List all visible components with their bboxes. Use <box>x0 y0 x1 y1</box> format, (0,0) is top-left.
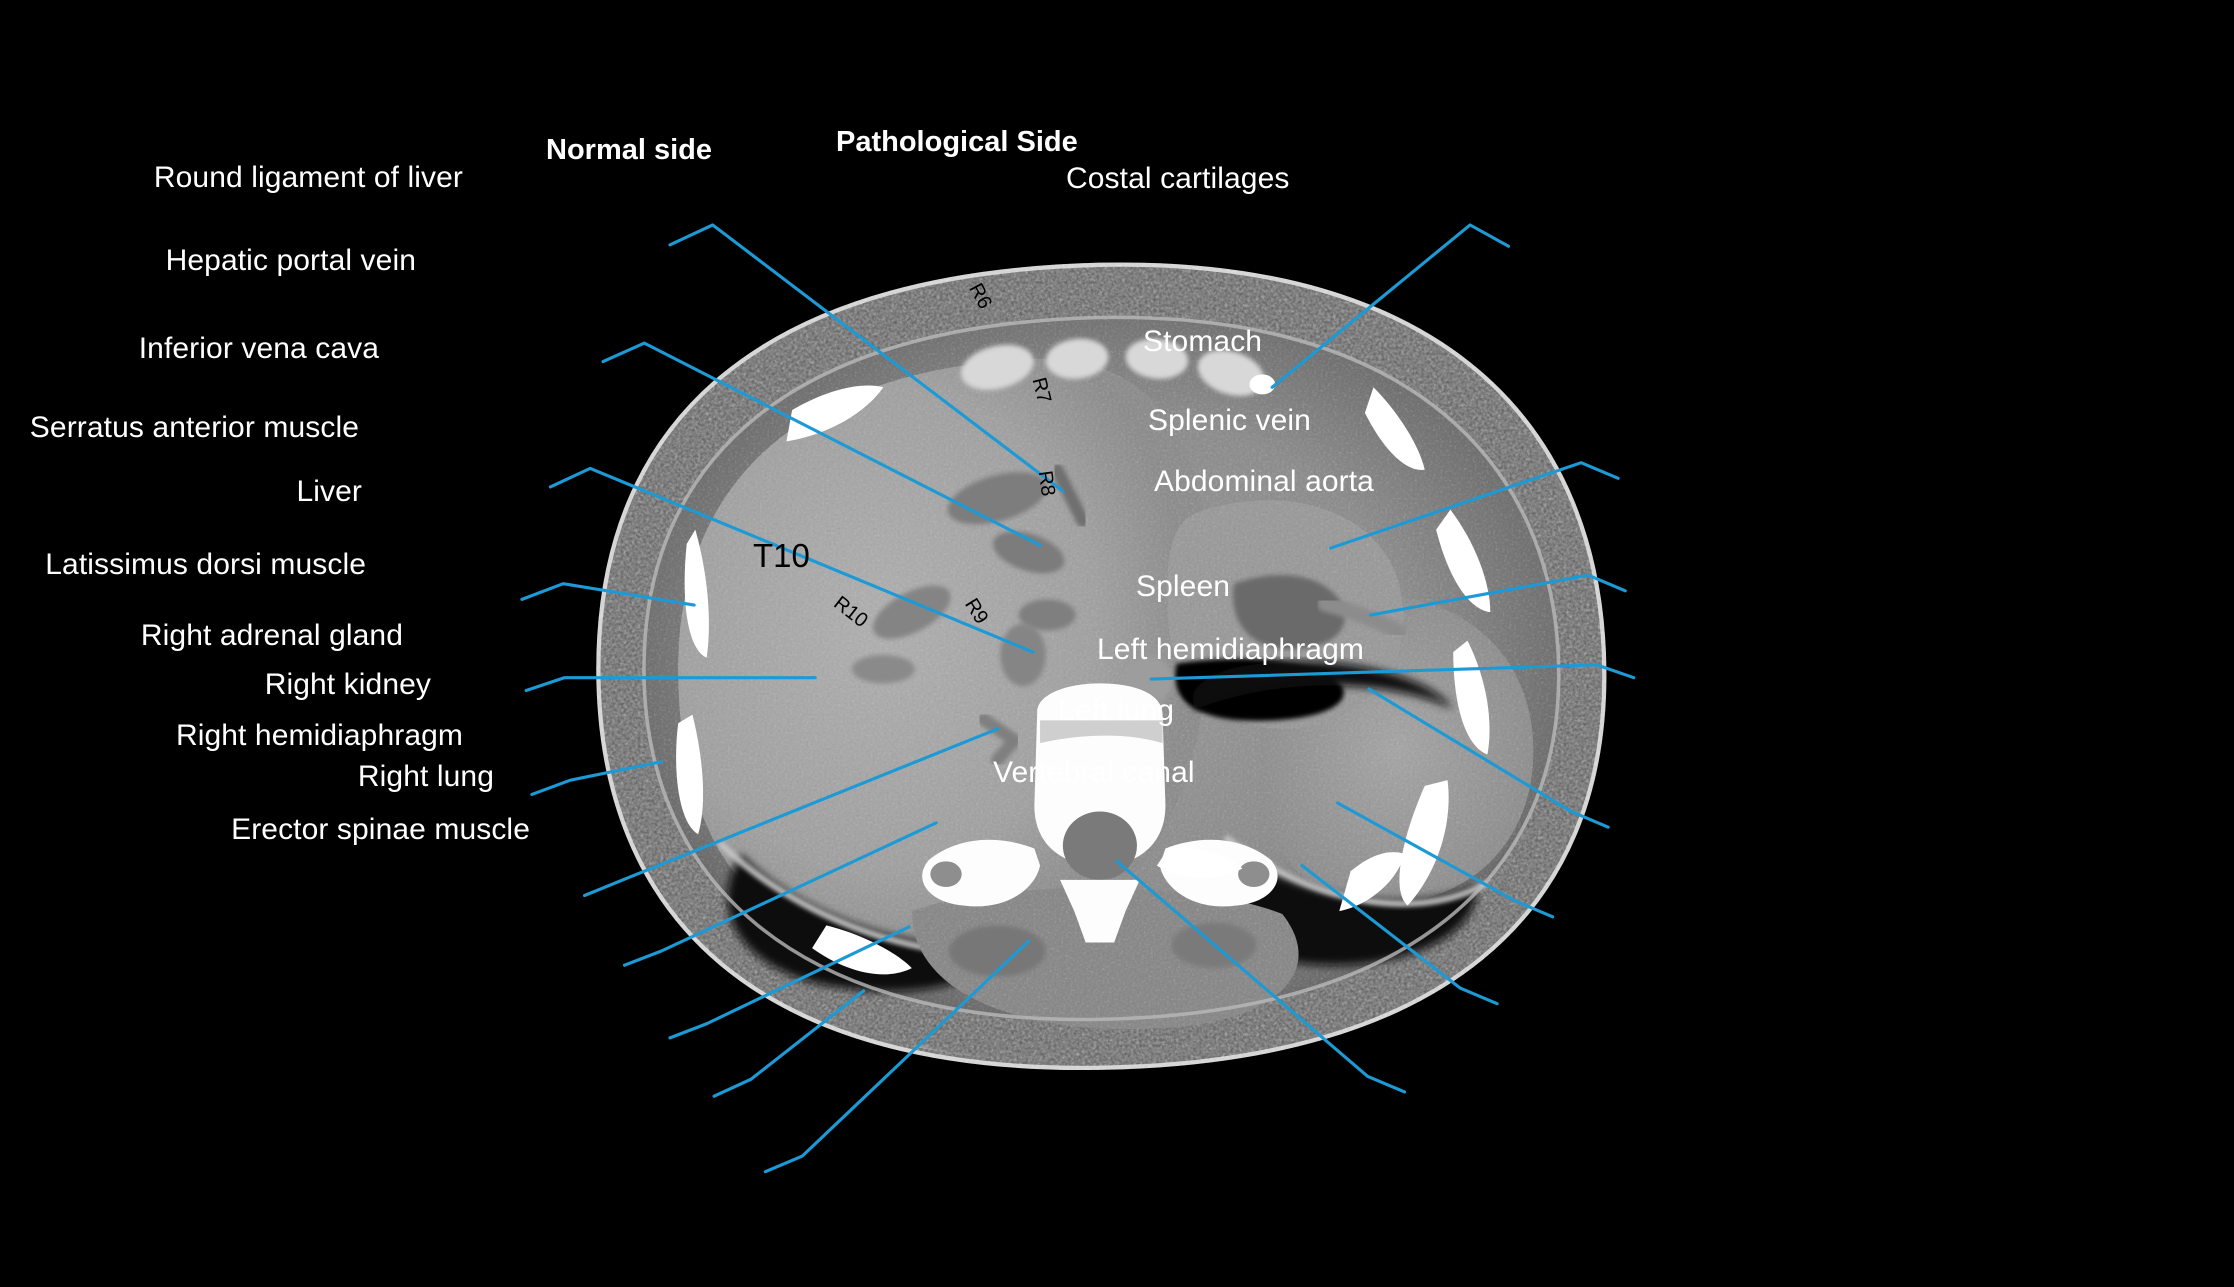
annotation-label-hepatic-portal-vein: Hepatic portal vein <box>165 244 416 277</box>
leader-line <box>1336 801 1555 919</box>
annotation-label-vertebral-canal: Vertebral canal <box>993 756 1195 789</box>
vertebra-label-t10: T10 <box>753 537 810 574</box>
leader-line <box>1149 663 1636 681</box>
leader-line <box>712 989 866 1098</box>
annotation-label-stomach: Stomach <box>1143 325 1263 358</box>
annotation-label-latissimus-dorsi-muscle: Latissimus dorsi muscle <box>45 548 366 581</box>
annotation-label-inferior-vena-cava: Inferior vena cava <box>138 332 379 365</box>
header-pathological-side: Pathological Side <box>836 126 1078 158</box>
annotation-label-right-lung: Right lung <box>357 760 494 793</box>
leader-line <box>1270 223 1511 389</box>
annotation-label-serratus-anterior-muscle: Serratus anterior muscle <box>29 411 359 444</box>
leader-line <box>1368 573 1627 617</box>
annotation-label-abdominal-aorta: Abdominal aorta <box>1154 465 1374 498</box>
leader-line <box>1367 687 1610 829</box>
annotation-label-splenic-vein: Splenic vein <box>1148 404 1311 437</box>
leader-line <box>668 223 1065 493</box>
leader-line <box>1328 461 1620 550</box>
leader-line <box>622 821 938 967</box>
annotation-label-left-hemidiaphragm: Left hemidiaphragm <box>1097 633 1364 666</box>
annotation-label-erector-spinae-muscle: Erector spinae muscle <box>231 813 530 846</box>
leader-line <box>601 341 1042 547</box>
leader-line <box>1115 859 1407 1094</box>
annotation-label-liver: Liver <box>296 475 362 508</box>
annotation-label-left-lung: Left lung <box>1058 694 1174 727</box>
leader-line <box>1300 864 1499 1006</box>
leader-line <box>668 925 911 1040</box>
leader-line <box>520 582 696 607</box>
rib-label-r8: R8 <box>1033 469 1059 498</box>
header-normal-side: Normal side <box>546 134 712 166</box>
annotation-label-spleen: Spleen <box>1136 570 1231 603</box>
leader-line <box>524 676 817 693</box>
leader-line <box>582 727 999 898</box>
leader-line <box>763 939 1031 1174</box>
leader-line <box>530 760 663 796</box>
leader-line <box>548 466 1035 654</box>
annotation-label-right-kidney: Right kidney <box>264 668 431 701</box>
annotation-label-costal-cartilages: Costal cartilages <box>1066 162 1290 195</box>
annotation-label-right-hemidiaphragm: Right hemidiaphragm <box>175 719 463 752</box>
annotation-label-round-ligament-of-liver: Round ligament of liver <box>153 161 463 194</box>
annotation-label-right-adrenal-gland: Right adrenal gland <box>140 619 403 652</box>
